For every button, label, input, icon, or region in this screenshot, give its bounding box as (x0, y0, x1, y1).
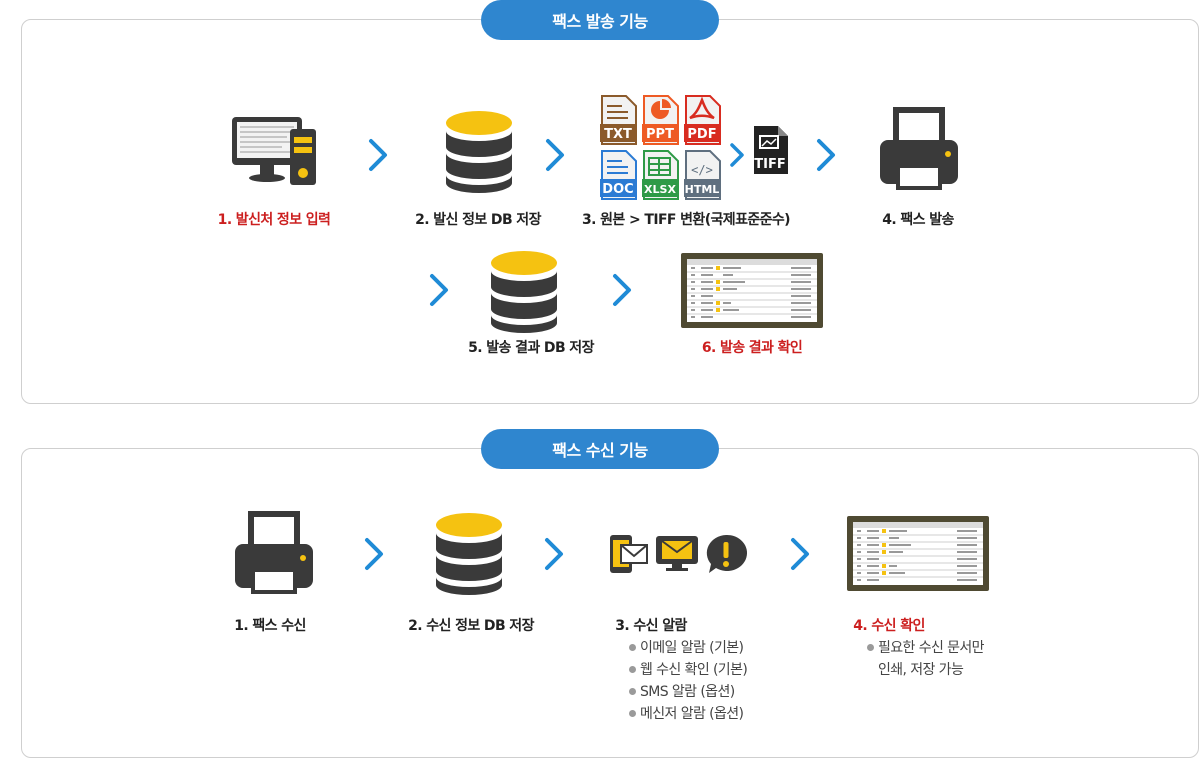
fax-printer-icon (235, 511, 313, 594)
result-list-screen-icon (681, 253, 823, 328)
chevron-right-icon (612, 273, 632, 307)
send-panel (21, 19, 1199, 404)
xlsx-file-icon: XLSX (642, 150, 679, 200)
pdf-file-icon: PDF (684, 95, 721, 145)
chevron-right-icon (545, 138, 565, 172)
receive-section-title: 팩스 수신 기능 (481, 429, 719, 469)
txt-file-icon: TXT (600, 95, 637, 145)
send-step-4-label: 4. 팩스 발송 (882, 212, 954, 228)
result-list-screen-icon (847, 516, 989, 591)
mobile-message-icon (609, 533, 649, 575)
svg-text:XLSX: XLSX (644, 183, 676, 196)
bullet-icon (629, 665, 636, 673)
svg-text:PDF: PDF (687, 127, 716, 142)
chevron-right-icon (368, 138, 388, 172)
chevron-right-icon (544, 537, 564, 571)
receive-step-2-label: 2. 수신 정보 DB 저장 (408, 618, 534, 634)
receive-panel (21, 448, 1199, 758)
chevron-right-icon (816, 138, 836, 172)
send-step-1-label: 1. 발신처 정보 입력 (217, 212, 331, 228)
send-section-title: 팩스 발송 기능 (481, 0, 719, 40)
alarm-option-item: 메신저 알람 (옵션) (629, 703, 744, 723)
ppt-file-icon: PPT (642, 95, 679, 145)
receive-step-3-label: 3. 수신 알람 (615, 618, 687, 634)
send-step-3-label: 3. 원본 > TIFF 변환(국제표준준수) (582, 212, 791, 228)
send-step-5-label: 5. 발송 결과 DB 저장 (468, 340, 594, 356)
bullet-icon (629, 687, 636, 695)
chevron-right-icon (364, 537, 384, 571)
svg-text:TIFF: TIFF (754, 157, 785, 172)
fax-printer-icon (880, 107, 958, 190)
send-step-2-label: 2. 발신 정보 DB 저장 (415, 212, 541, 228)
tiff-file-icon: TIFF (752, 126, 788, 174)
alarm-option-item: SMS 알람 (옵션) (629, 681, 735, 701)
confirm-note-line: 필요한 수신 문서만 (867, 637, 985, 657)
alert-bubble-icon (705, 533, 748, 575)
database-icon (491, 251, 557, 333)
receive-step-1-label: 1. 팩스 수신 (234, 618, 306, 634)
email-monitor-icon (656, 536, 698, 572)
bullet-icon (867, 643, 874, 651)
svg-text:PPT: PPT (646, 127, 674, 142)
database-icon (446, 111, 512, 193)
svg-text:HTML: HTML (685, 183, 720, 196)
alarm-option-item: 이메일 알람 (기본) (629, 637, 744, 657)
chevron-right-icon (729, 142, 745, 168)
chevron-right-icon (790, 537, 810, 571)
svg-text:</>: </> (691, 163, 713, 177)
html-file-icon: </> HTML (684, 150, 721, 200)
svg-text:DOC: DOC (602, 182, 633, 197)
database-icon (436, 513, 502, 595)
chevron-right-icon (429, 273, 449, 307)
receive-step-4-label: 4. 수신 확인 (853, 618, 925, 634)
send-step-6-label: 6. 발송 결과 확인 (701, 340, 803, 356)
doc-file-icon: DOC (600, 150, 637, 200)
computer-icon (232, 115, 318, 187)
alarm-option-item: 웹 수신 확인 (기본) (629, 659, 748, 679)
bullet-icon (629, 709, 636, 717)
svg-text:TXT: TXT (604, 127, 632, 142)
confirm-note-line: 인쇄, 저장 가능 (878, 662, 964, 678)
bullet-icon (629, 643, 636, 651)
